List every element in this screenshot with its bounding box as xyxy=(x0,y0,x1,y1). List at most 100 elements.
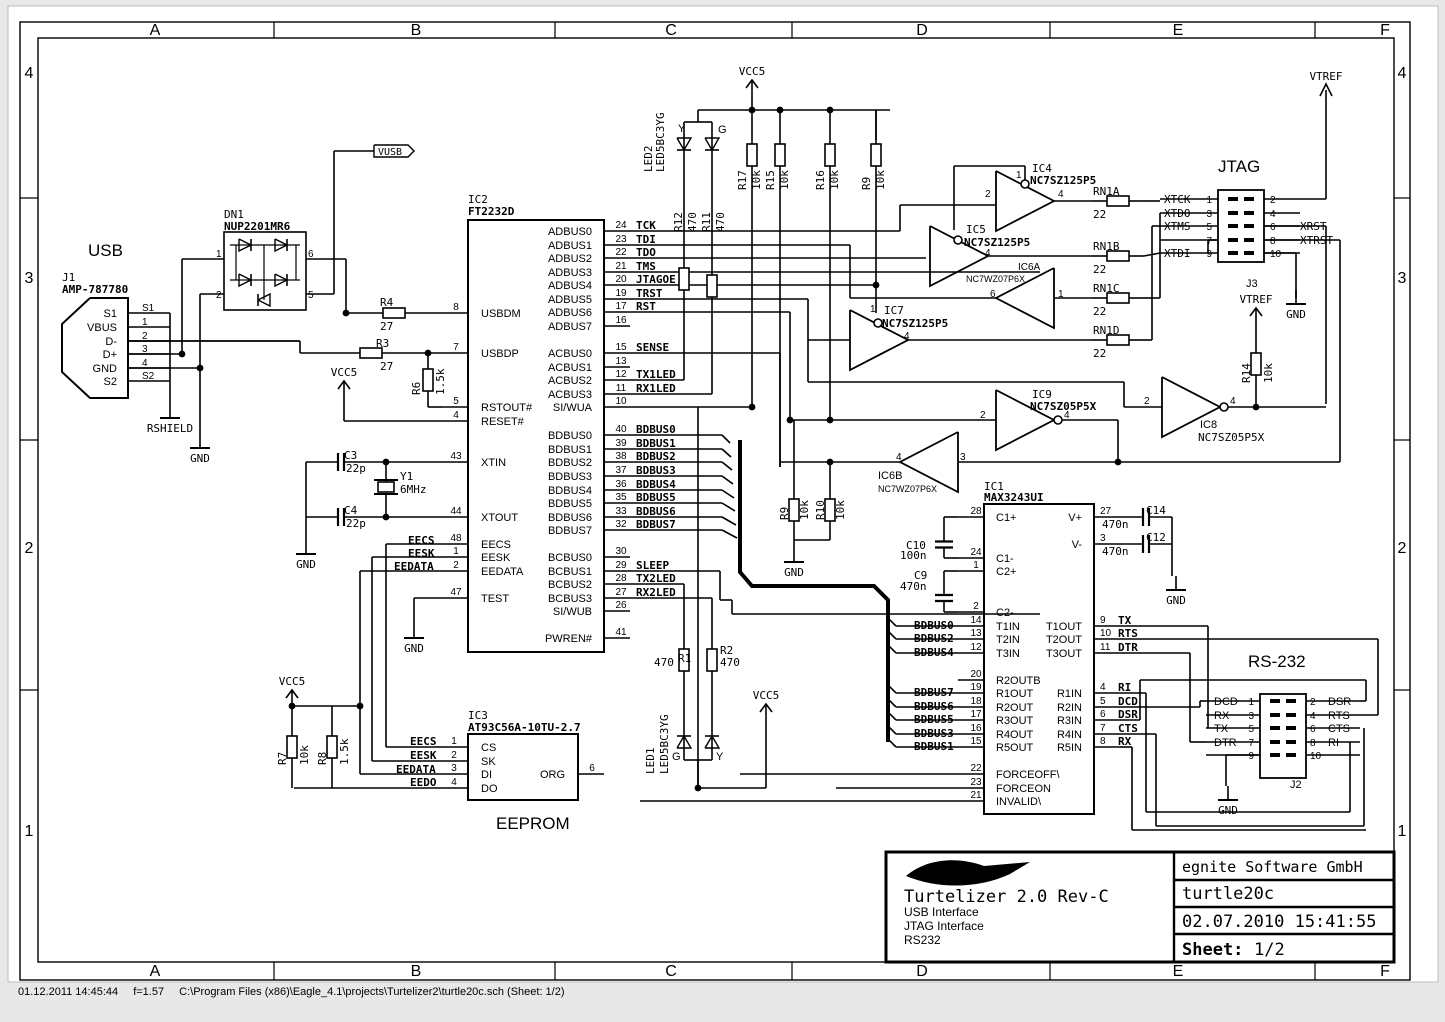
r14-value: 10k xyxy=(834,500,847,520)
ic2-pin-label: ADBUS5 xyxy=(548,294,592,306)
ic1-pin-label: R1OUT xyxy=(996,688,1034,700)
column-label: A xyxy=(150,963,161,980)
gate-pin: 1 xyxy=(1016,170,1022,181)
rn-value: 22 xyxy=(1093,263,1106,276)
ic1-pin-num: 5 xyxy=(1100,696,1106,707)
wires xyxy=(128,78,1379,831)
ic3-ref: IC3 xyxy=(468,709,488,722)
ic2-pin-num: 41 xyxy=(615,627,627,638)
j3-net: XTRST xyxy=(1300,234,1333,247)
gate-pin: 4 xyxy=(904,331,910,342)
ic1-bus-net: BDBUS6 xyxy=(914,700,954,713)
vcc-symbol: VTREF xyxy=(1239,293,1272,306)
vusb-label: VUSB xyxy=(378,147,402,158)
ic1-pin-label: R3OUT xyxy=(996,715,1034,727)
j3-pin-num: 4 xyxy=(1270,209,1276,220)
ic3-pin-num: 4 xyxy=(451,777,457,788)
ic1-pin-num: 16 xyxy=(970,723,982,734)
r7-ref: R7 xyxy=(276,752,289,765)
j2-net: RX xyxy=(1214,710,1230,722)
print-footer: 01.12.2011 14:45:44 f=1.57 C:\Program Fi… xyxy=(18,986,577,998)
ic2-pin-label: ADBUS6 xyxy=(548,307,592,319)
gate-pin: 4 xyxy=(1064,410,1070,421)
j3-pin-num: 7 xyxy=(1206,236,1212,247)
ic2-pin-label: BDBUS5 xyxy=(548,498,592,510)
ic1-bus-net: BDBUS4 xyxy=(914,646,954,659)
j1-pin-num: 2 xyxy=(142,331,148,342)
ic1-pin-label: FORCEOFF\ xyxy=(996,769,1060,781)
ic2-net-label: RX1LED xyxy=(636,382,676,395)
ic2-pin-num: 40 xyxy=(615,424,627,435)
gate-ref: IC8 xyxy=(1200,419,1217,431)
j1-pin-label: D+ xyxy=(103,349,117,361)
ic3-pin-label: DI xyxy=(481,769,492,781)
c9-value: 470n xyxy=(900,580,927,593)
ic1-pin-label: C2- xyxy=(996,607,1014,619)
r11-value: 470 xyxy=(714,212,727,232)
file-name: turtle20c xyxy=(1182,884,1274,904)
ic2-pin-num: 43 xyxy=(450,451,462,462)
ic1-pin-label: FORCEON xyxy=(996,783,1051,795)
j1-pin-num: 4 xyxy=(142,358,148,369)
ic2-pin-num: 30 xyxy=(615,546,627,557)
r1-value: 470 xyxy=(654,656,674,669)
ic2-pin-label: BDBUS0 xyxy=(548,430,592,442)
vcc-symbol: VCC5 xyxy=(739,65,766,78)
dn1-pin-num: 5 xyxy=(308,290,314,301)
gate-value: NC7SZ125P5 xyxy=(964,236,1030,249)
gnd-symbol: GND xyxy=(404,642,424,655)
ic2-pin-num: 13 xyxy=(615,356,627,367)
j2-pin-num: 2 xyxy=(1310,697,1316,708)
ic2-pin-num: 17 xyxy=(615,301,627,312)
column-label: C xyxy=(665,963,677,980)
j2-pin-num: 4 xyxy=(1310,711,1316,722)
j3-pin-num: 2 xyxy=(1270,195,1276,206)
ic2-pin-num: 5 xyxy=(453,396,459,407)
gnd-symbol: GND xyxy=(784,566,804,579)
led1-g: G xyxy=(672,751,681,763)
ic1-pin-num: 4 xyxy=(1100,682,1106,693)
dn1-pin-num: 1 xyxy=(216,249,222,260)
ic2-pin-num: 29 xyxy=(615,560,627,571)
ic2-net-label: TDI xyxy=(636,233,656,246)
ic1-pin-num: 21 xyxy=(970,790,982,801)
j2-pin-num: 1 xyxy=(1248,697,1254,708)
ic1-pin-num: 8 xyxy=(1100,736,1106,747)
j2-pin-num: 3 xyxy=(1248,711,1254,722)
j3-pin-num: 5 xyxy=(1206,222,1212,233)
rn-ref: RN1C xyxy=(1093,282,1120,295)
j1-ref: J1 xyxy=(62,271,75,284)
gnd-symbol: GND xyxy=(1286,308,1306,321)
usb-section-title: USB xyxy=(88,241,123,260)
j3-ref: J3 xyxy=(1246,278,1258,290)
ic2-pin-num: 28 xyxy=(615,573,627,584)
j2-pin-num: 9 xyxy=(1248,751,1254,762)
ic2-pin-label: ADBUS3 xyxy=(548,267,592,279)
ic2-net-label: BDBUS2 xyxy=(636,450,676,463)
ic1-pin-label: T3IN xyxy=(996,648,1020,660)
ic2-pin-label: EEDATA xyxy=(481,566,524,578)
j3-pin-num: 9 xyxy=(1206,249,1212,260)
drawing-subtitle: JTAG Interface xyxy=(904,919,984,933)
ic1-pin-label: R2OUTB xyxy=(996,675,1041,687)
column-label: A xyxy=(150,22,161,39)
r6-ref: R6 xyxy=(410,382,423,395)
r12-ref: R12 xyxy=(672,212,685,232)
ic2-pin-label: ADBUS1 xyxy=(548,240,592,252)
ic2-pin-label: ACBUS2 xyxy=(548,375,592,387)
ic2-pin-num: 39 xyxy=(615,438,627,449)
ic2-pin-label: BCBUS3 xyxy=(548,593,592,605)
ic2-pin-num: 38 xyxy=(615,451,627,462)
print-date: 01.12.2011 14:45:44 xyxy=(18,986,119,998)
ic2-pin-label: SI/WUA xyxy=(553,402,593,414)
j3-pin-num: 1 xyxy=(1206,195,1212,206)
ic1-net: DCD xyxy=(1118,695,1138,708)
gate-pin: 6 xyxy=(990,289,996,300)
row-label: 1 xyxy=(1398,823,1407,840)
ic1-pin-label: T1IN xyxy=(996,621,1020,633)
vcc-symbol: VCC5 xyxy=(279,675,306,688)
ic2-pin-label: SI/WUB xyxy=(553,606,592,618)
ic1-pin-num: 27 xyxy=(1100,506,1112,517)
gate-pin: 2 xyxy=(980,410,986,421)
sheet-label: Sheet: xyxy=(1182,940,1243,960)
